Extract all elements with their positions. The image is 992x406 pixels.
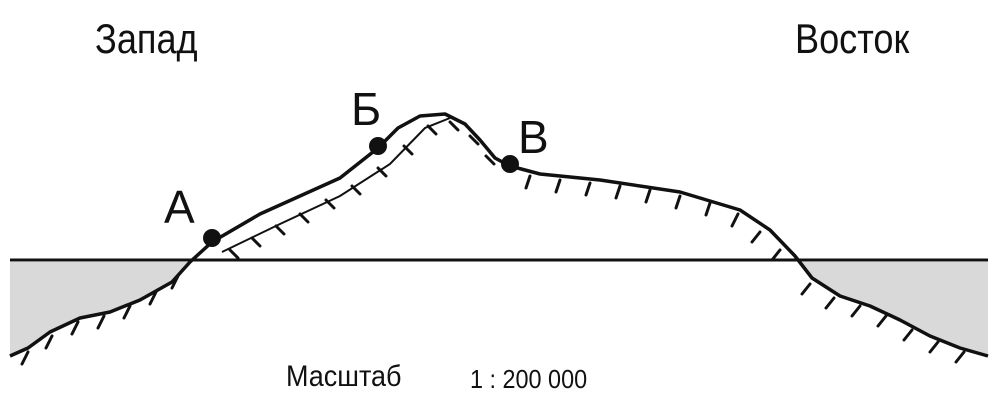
slope-inner-line: [221, 117, 451, 253]
scale-title: Масштаб: [286, 360, 402, 393]
terrain-hatching: [20, 120, 966, 366]
point-v-label: В: [518, 111, 549, 163]
point-a-label: А: [164, 181, 195, 233]
water-area: [10, 262, 988, 356]
point-b-marker: [369, 137, 387, 155]
water-west: [10, 262, 188, 356]
point-b-label: Б: [351, 83, 382, 135]
point-v-marker: [501, 155, 519, 173]
scale-value: 1 : 200 000: [470, 364, 588, 394]
west-label: Запад: [95, 15, 198, 62]
east-label: Восток: [795, 15, 910, 62]
water-east: [800, 262, 988, 356]
point-a-marker: [203, 229, 221, 247]
terrain-profile: [9, 112, 989, 358]
